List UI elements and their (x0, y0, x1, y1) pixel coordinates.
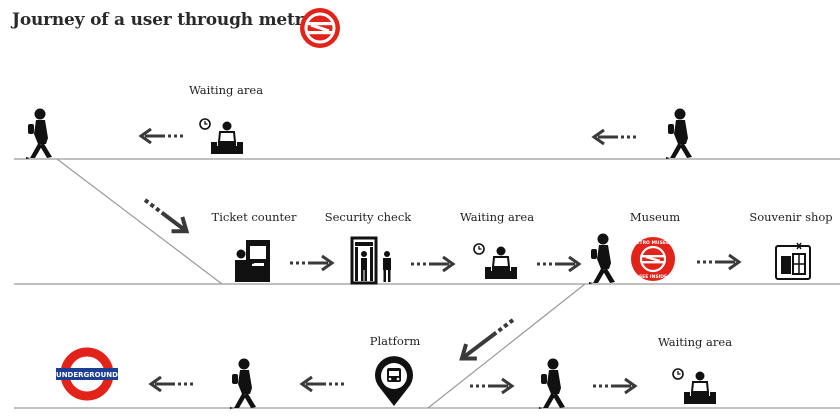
arrow-right-icon-waiting-to-museum (535, 255, 581, 273)
page-title: Journey of a user through metro (12, 10, 315, 30)
arrow-right-icon-row3-b (591, 377, 637, 395)
arrow-left-icon-row1-a (139, 127, 185, 145)
walking-person-icon-row3-b (539, 358, 565, 409)
waiting-person-icon-row3 (672, 368, 717, 405)
ticket-counter-icon (235, 240, 270, 282)
walking-person-icon-row3-a (230, 358, 256, 409)
arrow-right-icon-museum-to-souvenir (695, 253, 741, 271)
arrow-diagonal-down-left-icon (459, 318, 515, 361)
underground-logo-text: UNDERGROUND (56, 371, 118, 379)
museum-sign-bottom-text: SEE INSIDE (639, 274, 667, 280)
walking-person-icon-row2 (589, 233, 615, 284)
museum-sign-top-text: METRO MUSEUM (632, 240, 675, 246)
connector-middle-to-bottom (427, 283, 586, 409)
arrow-right-icon-ticket-to-security (288, 254, 334, 272)
label-security-check: Security check (324, 210, 412, 224)
arrow-left-icon-row3-a (149, 375, 195, 393)
label-museum: Museum (629, 210, 681, 224)
walking-person-icon-row1-start (26, 108, 52, 159)
label-ticket-counter: Ticket counter (211, 210, 297, 224)
security-gate-icon (350, 236, 391, 285)
label-souvenir-shop: Souvenir shop (749, 210, 833, 224)
label-waiting-area-mid: Waiting area (459, 210, 535, 224)
platform-pin-icon (375, 356, 413, 406)
metro-museum-sign-icon: METRO MUSEUM SEE INSIDE (631, 237, 675, 281)
waiting-person-icon-row2 (473, 243, 518, 280)
metro-logo-icon (300, 8, 340, 48)
underground-logo-icon: UNDERGROUND (56, 347, 118, 401)
connector-top-to-middle (56, 158, 223, 285)
label-waiting-area-top: Waiting area (188, 83, 264, 97)
label-platform: Platform (369, 334, 421, 348)
label-waiting-area-bottom: Waiting area (657, 335, 733, 349)
arrow-left-icon-row1-b (592, 128, 638, 146)
arrow-right-icon-row3-a (468, 377, 514, 395)
arrow-diagonal-down-right-icon (143, 198, 190, 234)
arrow-left-icon-row3-b (300, 375, 346, 393)
souvenir-shop-icon (775, 242, 811, 280)
arrow-right-icon-security-to-waiting (409, 255, 455, 273)
waiting-person-icon-row1 (199, 118, 244, 155)
walking-person-icon-row1-end (666, 108, 692, 159)
